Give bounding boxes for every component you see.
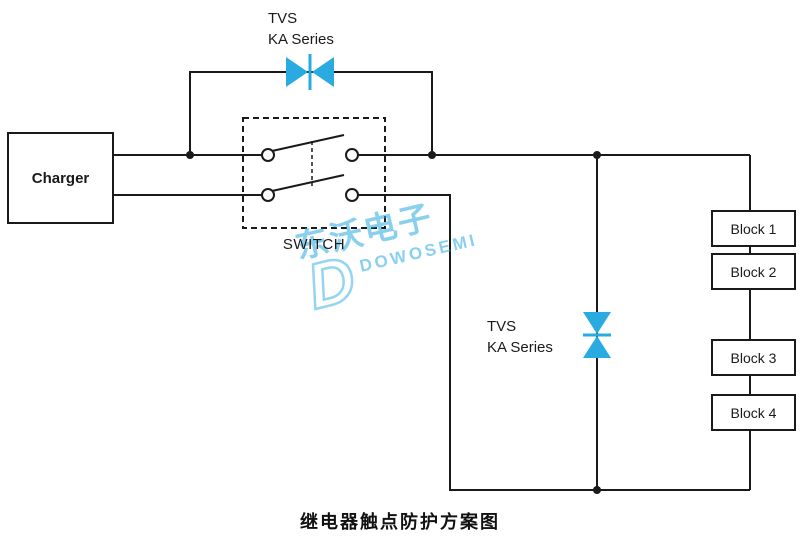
tvs-top-symbol bbox=[286, 57, 334, 87]
switch-terminal bbox=[345, 148, 359, 162]
watermark-logo: D bbox=[300, 242, 362, 323]
tvs-top-name: TVS bbox=[268, 10, 298, 27]
junction-dot bbox=[593, 486, 601, 494]
tvs-triangle bbox=[286, 57, 308, 87]
tvs-triangle bbox=[312, 57, 334, 87]
junction-dot bbox=[593, 151, 601, 159]
switch-terminal bbox=[261, 188, 275, 202]
switch-contacts bbox=[261, 134, 359, 202]
tvs-right-label: TVS KA Series bbox=[487, 316, 553, 358]
tvs-right-symbol bbox=[583, 312, 611, 358]
switch-blade-bottom bbox=[271, 174, 345, 192]
tvs-triangle bbox=[583, 312, 611, 334]
junction-dot bbox=[428, 151, 436, 159]
block-2-label: Block 2 bbox=[730, 263, 777, 280]
block-4-label: Block 4 bbox=[730, 404, 777, 421]
switch-box bbox=[242, 117, 386, 229]
block-box bbox=[711, 210, 796, 247]
charger-box-label: Charger bbox=[31, 169, 90, 187]
tvs-top-series: KA Series bbox=[268, 31, 334, 48]
tvs-right-series: KA Series bbox=[487, 339, 553, 356]
tvs-top-label: TVS KA Series bbox=[268, 8, 334, 50]
diagram-caption: 继电器触点防护方案图 bbox=[300, 512, 500, 533]
junction-dots bbox=[186, 151, 601, 494]
charger-box bbox=[7, 132, 114, 224]
junction-dot bbox=[186, 151, 194, 159]
block-box bbox=[711, 253, 796, 290]
wires bbox=[113, 71, 751, 491]
tvs-triangle bbox=[583, 336, 611, 358]
block-box bbox=[711, 394, 796, 431]
switch-terminal bbox=[345, 188, 359, 202]
wire-bottom-return bbox=[358, 194, 750, 491]
tvs-right-name: TVS bbox=[487, 318, 517, 335]
switch-box-label: SWITCH bbox=[282, 236, 346, 253]
block-boxes bbox=[711, 210, 796, 431]
switch-terminal bbox=[261, 148, 275, 162]
block-3-label: Block 3 bbox=[730, 349, 777, 366]
switch-blade-top bbox=[271, 134, 345, 152]
block-1-label: Block 1 bbox=[730, 220, 777, 237]
block-box bbox=[711, 339, 796, 376]
